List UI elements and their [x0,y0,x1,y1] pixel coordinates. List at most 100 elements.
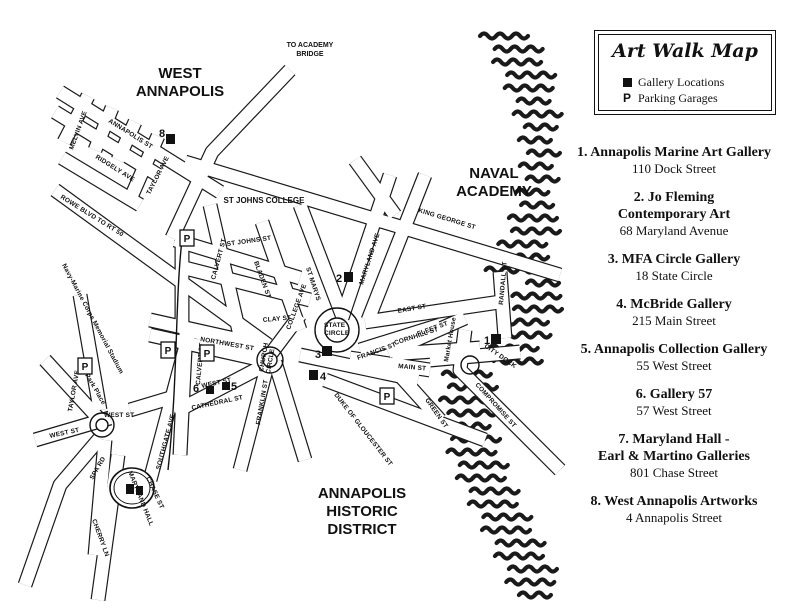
parking-p-icon: P [623,91,632,105]
parking-garage: P [77,357,93,375]
naval-academy-label-1: NAVAL [469,165,518,182]
parking-garage: P [179,229,195,247]
gallery-list: 1. Annapolis Marine Art Gallery 110 Dock… [576,144,772,538]
historic-district-label-2: HISTORIC [326,503,398,520]
wave-mark [516,135,537,145]
svg-text:P: P [165,346,172,357]
wave-mark [527,304,549,314]
church-circle-label-2: CIRCLE [265,348,276,375]
gallery-marker-8[interactable]: 8 [159,128,175,144]
wave-mark [462,408,483,418]
wave-mark [541,226,563,236]
wave-mark [472,369,493,379]
gallery-name: 2. Jo Fleming [633,190,715,205]
wave-mark [535,200,556,210]
wave-mark [449,434,471,444]
wave-mark [446,382,467,392]
wave-mark [538,122,559,132]
gallery-address: 215 Main Street [632,313,716,328]
street-label-main: MAIN ST [398,363,427,372]
gallery-marker-7[interactable] [126,484,143,495]
gallery-list-item[interactable]: 1. Annapolis Marine Art Gallery 110 Dock… [576,144,772,177]
gallery-list-item[interactable]: 4. McBride Gallery 215 Main Street [576,296,772,329]
wave-mark [531,96,552,106]
wave-mark [482,499,503,509]
legend-gallery-label: Gallery Locations [638,75,725,89]
wave-mark [521,70,542,80]
wave-mark [514,187,535,197]
wave-mark [518,83,539,93]
wave-mark [525,148,546,158]
wave-mark [522,57,544,67]
gallery-address: 110 Dock Street [632,161,716,176]
gallery-name: 5. Annapolis Collection Gallery [580,342,768,357]
gallery-name: 8. West Annapolis Artworks [590,494,758,509]
wave-mark [495,525,517,535]
wave-mark [497,512,518,522]
wave-mark [516,330,537,340]
gallery-address: 801 Chase Street [629,465,719,480]
gallery-markers: 8 2 3 4 1 6 5 [126,128,501,495]
wave-mark [477,31,499,41]
gallery-marker-5[interactable]: 5 [222,381,237,393]
street-label-east-st: EAST ST [397,303,427,315]
wave-mark [437,395,459,405]
naval-academy-label-2: ACADEMY [456,183,532,200]
parking-garages: P P P P P [77,229,395,405]
gallery-name-line2: Earl & Martino Galleries [597,449,751,464]
wave-mark [540,278,562,288]
wave-mark [492,44,513,54]
wave-mark [454,473,475,483]
wave-mark [500,486,521,496]
wave-mark [483,265,504,275]
gallery-marker-3[interactable]: 3 [315,346,332,361]
wave-mark [499,265,520,275]
gallery-list-item[interactable]: 2. Jo Fleming Contemporary Art 68 Maryla… [576,189,772,239]
gallery-marker-1[interactable]: 1 [484,334,501,347]
wave-mark [512,239,533,249]
legend-title: Art Walk Map [612,40,758,62]
street-label-calvert-bottom: CALVERT ST [195,342,206,385]
wave-mark [510,538,531,548]
st-johns-college-label: ST JOHNS COLLEGE [224,196,306,205]
wave-mark [457,460,478,470]
gallery-marker-6[interactable]: 6 [193,383,214,395]
svg-text:4: 4 [320,371,327,383]
svg-text:3: 3 [315,349,321,361]
wave-mark [502,83,523,93]
gallery-list-item[interactable]: 6. Gallery 57 57 West Street [576,386,772,419]
wave-mark [515,96,536,106]
wave-mark [484,486,505,496]
gallery-marker-2[interactable]: 2 [336,272,353,285]
west-annapolis-label-2: ANNAPOLIS [136,83,224,100]
area-labels: WEST ANNAPOLIS NAVAL ACADEMY ANNAPOLIS H… [136,42,532,538]
svg-text:5: 5 [231,381,237,393]
wave-mark [524,174,545,184]
gallery-name: 4. McBride Gallery [616,297,732,312]
wave-mark [479,525,501,535]
wave-mark [530,252,551,262]
wave-mark [542,291,563,301]
wave-mark [519,200,540,210]
wave-mark [528,239,549,249]
academy-bridge-label-2: BRIDGE [296,51,324,58]
gallery-list-item[interactable]: 8. West Annapolis Artworks 4 Annapolis S… [576,493,772,526]
svg-text:6: 6 [193,383,199,395]
wave-mark [461,447,482,457]
wave-mark [445,447,466,457]
gallery-list-item[interactable]: 3. MFA Circle Gallery 18 State Circle [576,251,772,284]
wave-mark [513,317,535,327]
gallery-marker-4[interactable]: 4 [309,370,327,383]
wave-mark [506,213,528,223]
west-annapolis-label-1: WEST [158,65,201,82]
wave-mark [513,512,534,522]
wave-mark [492,551,514,561]
wave-mark [529,317,551,327]
gallery-list-item[interactable]: 5. Annapolis Collection Gallery 55 West … [576,341,772,374]
svg-text:8: 8 [159,128,165,140]
svg-text:2: 2 [336,273,342,285]
wave-mark [509,226,531,236]
gallery-list-item[interactable]: 7. Maryland Hall - Earl & Martino Galler… [576,431,772,481]
